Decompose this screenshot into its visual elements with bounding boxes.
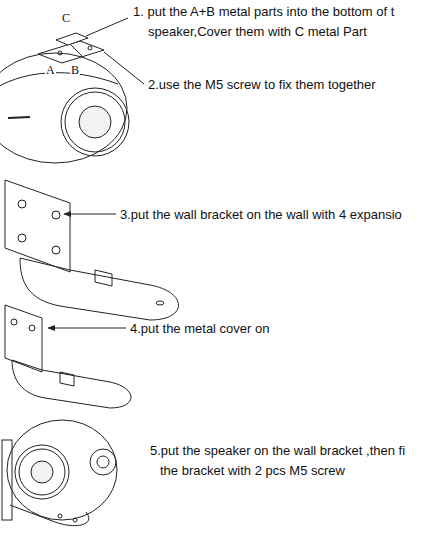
bolt-hole	[52, 246, 60, 254]
instruction-text: 5.put the speaker on the wall bracket ,t…	[150, 443, 405, 459]
bolt-hole	[18, 234, 26, 242]
mounted-speaker	[2, 420, 117, 526]
instruction-text: 2.use the M5 screw to fix them together	[148, 77, 376, 93]
part-letter: A	[45, 64, 56, 77]
bolt-hole	[11, 319, 17, 325]
side-grill	[90, 449, 116, 475]
bracket-base	[10, 505, 89, 526]
screw	[58, 514, 62, 518]
leader-line	[104, 52, 144, 84]
woofer-center	[79, 106, 111, 138]
metal-cover	[5, 305, 131, 408]
screw	[88, 46, 92, 50]
speaker-seam	[0, 73, 118, 92]
arrow-line	[64, 214, 116, 215]
slot	[156, 301, 164, 305]
wall-bracket	[5, 180, 179, 320]
grill	[19, 449, 65, 495]
arrow-line	[48, 328, 126, 329]
instruction-text: 1. put the A+B metal parts into the bott…	[133, 4, 394, 20]
bolt-hole	[18, 200, 26, 208]
screw	[73, 518, 77, 522]
plate-c	[56, 33, 88, 45]
tab	[60, 372, 74, 386]
wall-plate	[5, 180, 70, 272]
base-plate	[12, 360, 131, 408]
base-plate	[20, 258, 179, 320]
tab	[95, 270, 112, 286]
instruction-text: 4.put the metal cover on	[130, 321, 269, 337]
side-center	[97, 456, 109, 468]
part-letter: C	[61, 12, 71, 25]
instruction-text: 3.put the wall bracket on the wall with …	[120, 207, 402, 223]
grill-ring	[15, 445, 69, 499]
woofer-center	[31, 461, 53, 483]
bolt-hole	[29, 325, 35, 331]
grill-ring	[61, 88, 129, 156]
leader-line	[86, 18, 128, 36]
speaker-top	[0, 18, 144, 163]
instruction-text: the bracket with 2 pcs M5 screw	[160, 463, 345, 479]
screw	[58, 51, 62, 55]
part-letter: B	[70, 64, 80, 77]
logo-mark	[8, 117, 30, 118]
bolt-hole	[52, 211, 60, 219]
plate-split	[71, 45, 83, 57]
grill	[65, 92, 125, 152]
cover-plate	[5, 305, 42, 372]
speaker-body	[7, 420, 117, 520]
instruction-text: speaker,Cover them with C metal Part	[148, 24, 367, 40]
